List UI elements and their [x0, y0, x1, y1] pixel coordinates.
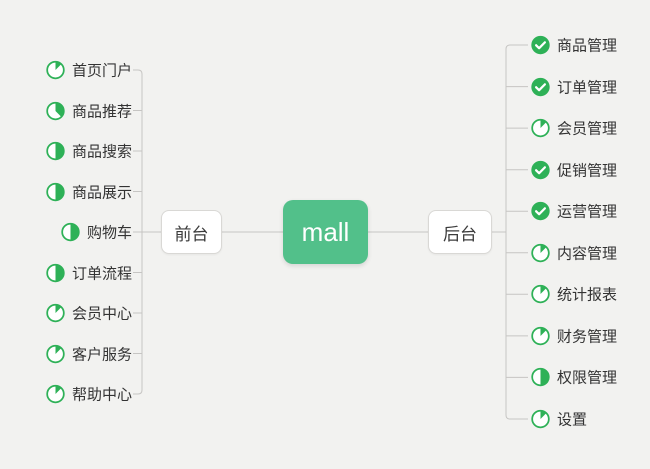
topic-label: 订单管理 — [557, 79, 618, 97]
topic-icon-host — [45, 181, 66, 202]
topic-icon-host — [530, 242, 551, 263]
topic-item[interactable]: 首页门户 — [45, 60, 132, 81]
topic-icon-host — [530, 284, 551, 305]
check-circle-icon — [531, 77, 550, 96]
progress-pie-icon — [46, 182, 65, 201]
check-circle-icon — [531, 35, 550, 55]
progress-pie-icon — [531, 243, 550, 262]
branch-node-backend[interactable]: 后台 — [428, 210, 492, 254]
progress-pie-icon — [531, 368, 550, 387]
topic-label: 设置 — [557, 411, 588, 429]
topic-icon-host — [530, 159, 551, 180]
topic-icon-host — [45, 303, 66, 324]
topic-icon-host — [530, 201, 551, 222]
topic-icon-host — [530, 118, 551, 139]
topic-item[interactable]: 会员中心 — [45, 303, 132, 324]
topic-item[interactable]: 商品展示 — [45, 181, 132, 202]
topic-label: 首页门户 — [71, 62, 132, 80]
topic-label: 商品展示 — [71, 184, 132, 201]
topic-label: 购物车 — [86, 224, 132, 242]
check-circle-icon — [531, 160, 550, 179]
topic-item[interactable]: 会员管理 — [530, 118, 617, 139]
topic-icon-host — [530, 409, 551, 430]
progress-pie-icon — [46, 303, 65, 323]
topic-item[interactable]: 客户服务 — [45, 343, 132, 364]
topic-label: 促销管理 — [557, 162, 618, 180]
progress-pie-icon — [46, 384, 65, 404]
topic-item[interactable]: 商品管理 — [530, 35, 617, 56]
topic-icon-host — [45, 60, 66, 81]
topic-icon-host — [530, 35, 551, 56]
topic-label: 商品推荐 — [71, 103, 132, 120]
topic-item[interactable]: 运营管理 — [530, 201, 617, 222]
topic-item[interactable]: 权限管理 — [530, 367, 617, 388]
topic-label: 内容管理 — [557, 245, 618, 263]
topic-item[interactable]: 设置 — [530, 409, 587, 430]
progress-pie-icon — [46, 263, 65, 282]
topic-icon-host — [45, 100, 66, 121]
topic-item[interactable]: 统计报表 — [530, 284, 617, 305]
progress-pie-icon — [46, 141, 65, 161]
topic-label: 会员管理 — [557, 120, 618, 138]
topic-label: 运营管理 — [557, 203, 618, 221]
progress-pie-icon — [531, 326, 550, 346]
topic-label: 商品搜索 — [71, 143, 132, 161]
branch-node-frontend[interactable]: 前台 — [161, 210, 222, 254]
topic-label: 权限管理 — [557, 369, 618, 387]
progress-pie-icon — [46, 101, 65, 120]
topic-item[interactable]: 订单流程 — [45, 262, 132, 283]
topic-item[interactable]: 促销管理 — [530, 159, 617, 180]
check-circle-icon — [531, 202, 550, 221]
topic-label: 会员中心 — [71, 305, 132, 323]
topic-icon-host — [45, 141, 66, 162]
topic-label: 订单流程 — [71, 265, 132, 282]
topic-item[interactable]: 内容管理 — [530, 242, 617, 263]
topic-icon-host — [60, 222, 81, 243]
topic-item[interactable]: 商品搜索 — [45, 141, 132, 162]
progress-pie-icon — [531, 285, 550, 304]
topic-icon-host — [530, 76, 551, 97]
topic-item[interactable]: 帮助中心 — [45, 384, 132, 405]
topic-label: 商品管理 — [557, 37, 618, 55]
topic-label: 统计报表 — [557, 286, 618, 304]
topic-label: 财务管理 — [557, 328, 618, 346]
progress-pie-icon — [46, 60, 65, 80]
topic-icon-host — [530, 325, 551, 346]
topic-icon-host — [45, 262, 66, 283]
topic-item[interactable]: 商品推荐 — [45, 100, 132, 121]
topic-icon-host — [45, 384, 66, 405]
topic-item[interactable]: 财务管理 — [530, 325, 617, 346]
progress-pie-icon — [531, 409, 550, 429]
topic-icon-host — [45, 343, 66, 364]
progress-pie-icon — [61, 222, 80, 242]
progress-pie-icon — [531, 118, 550, 138]
topic-label: 客户服务 — [71, 346, 132, 363]
root-node-mall[interactable]: mall — [283, 200, 368, 264]
topic-label: 帮助中心 — [71, 386, 132, 404]
topic-icon-host — [530, 367, 551, 388]
topic-item[interactable]: 购物车 — [60, 222, 132, 243]
topic-item[interactable]: 订单管理 — [530, 76, 617, 97]
progress-pie-icon — [46, 344, 65, 363]
